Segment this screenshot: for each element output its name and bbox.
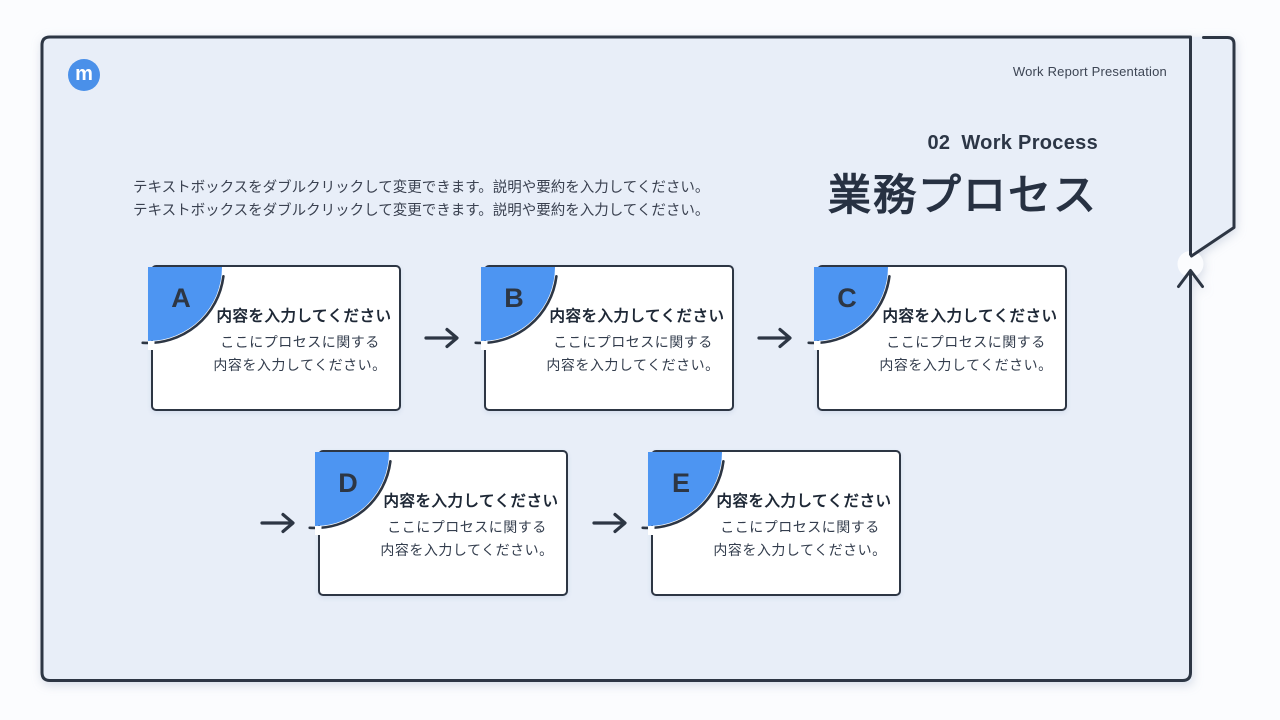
corner-badge: C — [806, 266, 891, 350]
process-box-d[interactable]: D 内容を入力してください ここにプロセスに関する 内容を入力してください。 — [307, 450, 568, 596]
box-title[interactable]: 内容を入力してください — [383, 493, 559, 510]
description-textbox[interactable]: テキストボックスをダブルクリックして変更できます。説明や要約を入力してください。… — [133, 177, 709, 222]
process-box-c[interactable]: C 内容を入力してください ここにプロセスに関する 内容を入力してください。 — [806, 265, 1067, 411]
box-body[interactable]: ここにプロセスに関する 内容を入力してください。 — [542, 331, 724, 377]
corner-badge: E — [640, 451, 725, 535]
corner-badge: B — [473, 266, 558, 350]
box-title[interactable]: 内容を入力してください — [216, 308, 392, 325]
box-title[interactable]: 内容を入力してください — [882, 308, 1058, 325]
arrow-tip-halo — [1177, 251, 1204, 277]
step-letter: C — [837, 283, 857, 313]
brand-logo: m — [68, 59, 100, 91]
box-body-line: 内容を入力してください。 — [879, 357, 1053, 373]
flow-arrow-right-icon — [424, 327, 459, 349]
process-box-e[interactable]: E 内容を入力してください ここにプロセスに関する 内容を入力してください。 — [640, 450, 901, 596]
box-body-line: 内容を入力してください。 — [546, 357, 720, 373]
box-body-line: ここにプロセスに関する — [387, 519, 547, 535]
box-body-line: ここにプロセスに関する — [220, 334, 380, 350]
corner-fold-ribbon — [1189, 37, 1234, 256]
brand-logo-letter: m — [75, 63, 93, 85]
box-body-line: ここにプロセスに関する — [720, 519, 880, 535]
page-title: 業務プロセス — [828, 172, 1098, 220]
section-title-en: Work Process — [961, 132, 1098, 154]
box-body[interactable]: ここにプロセスに関する 内容を入力してください。 — [709, 516, 891, 562]
box-body-line: 内容を入力してください。 — [713, 542, 887, 558]
box-body[interactable]: ここにプロセスに関する 内容を入力してください。 — [875, 331, 1057, 377]
section-number: 02 — [927, 132, 951, 154]
presentation-label: Work Report Presentation — [1012, 64, 1167, 79]
title-block[interactable]: 02 Work Process 業務プロセス — [828, 132, 1098, 223]
step-letter: D — [338, 468, 358, 498]
process-box-a[interactable]: A 内容を入力してください ここにプロセスに関する 内容を入力してください。 — [140, 265, 401, 411]
up-arrow-icon — [1177, 269, 1204, 288]
box-title[interactable]: 内容を入力してください — [549, 308, 725, 325]
ribbon-outline — [1190, 36, 1236, 258]
step-letter: B — [504, 283, 524, 313]
description-line: テキストボックスをダブルクリックして変更できます。説明や要約を入力してください。 — [133, 180, 710, 196]
box-body-line: 内容を入力してください。 — [213, 357, 387, 373]
flow-arrow-right-icon — [592, 512, 627, 534]
flow-arrow-right-icon — [260, 512, 295, 534]
step-letter: A — [171, 283, 191, 313]
box-body-line: ここにプロセスに関する — [553, 334, 713, 350]
slide-border — [40, 35, 1192, 682]
corner-badge: D — [307, 451, 392, 535]
box-body-line: 内容を入力してください。 — [380, 542, 554, 558]
flow-arrow-right-icon — [757, 327, 792, 349]
box-title[interactable]: 内容を入力してください — [716, 493, 892, 510]
box-body[interactable]: ここにプロセスに関する 内容を入力してください。 — [209, 331, 391, 377]
box-body[interactable]: ここにプロセスに関する 内容を入力してください。 — [376, 516, 558, 562]
box-body-line: ここにプロセスに関する — [886, 334, 1046, 350]
section-number-title: 02 Work Process — [828, 132, 1098, 155]
process-box-b[interactable]: B 内容を入力してください ここにプロセスに関する 内容を入力してください。 — [473, 265, 734, 411]
step-letter: E — [671, 468, 689, 498]
corner-badge: A — [140, 266, 225, 350]
description-line: テキストボックスをダブルクリックして変更できます。説明や要約を入力してください。 — [133, 202, 710, 219]
